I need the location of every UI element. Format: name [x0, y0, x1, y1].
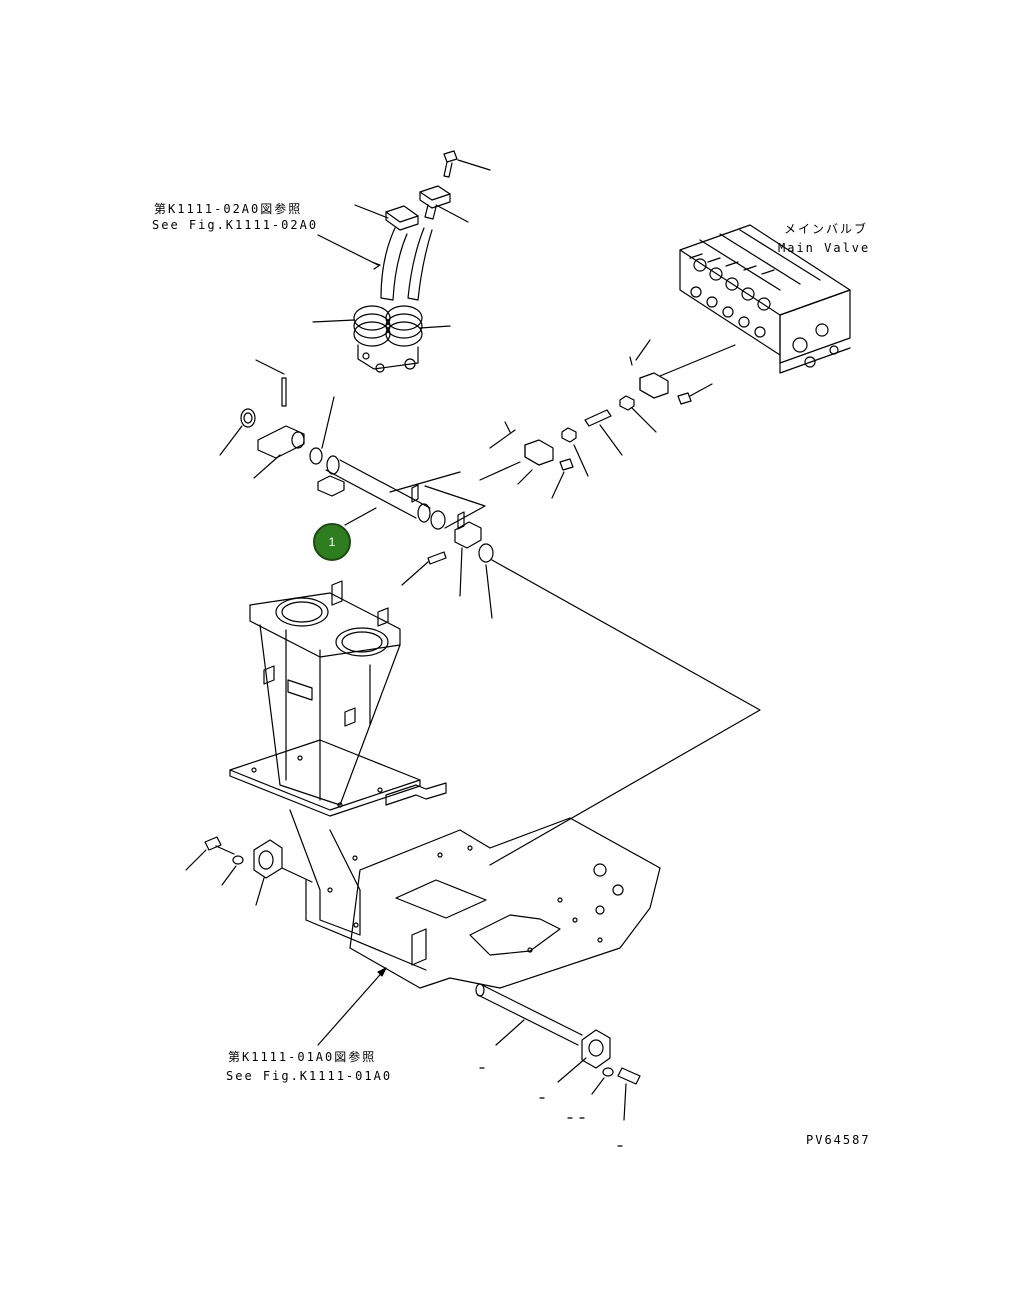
base-plate: [349, 817, 661, 989]
frame-ref-en: See Fig.K1111-01A0: [226, 1069, 393, 1083]
leader-line-long: [489, 559, 761, 866]
callout-1-label: 1: [328, 535, 336, 549]
valve-linkage: [479, 339, 713, 499]
lever-knob-right: [419, 185, 469, 223]
washer-right: [478, 543, 494, 619]
lever-ref-en: See Fig.K1111-02A0: [152, 218, 319, 232]
washer-left: [219, 408, 256, 456]
main-valve-jp: メインバルブ: [784, 222, 869, 236]
left-fasteners: [185, 836, 313, 906]
top-bolt: [443, 150, 491, 178]
bushing-left: [309, 396, 335, 465]
callout-1[interactable]: 1: [313, 523, 351, 561]
cross-shaft: [317, 455, 446, 530]
lever-assembly: [312, 204, 451, 373]
lever-arm-right: [401, 511, 482, 597]
frame-ref-jp: 第K1111-01A0図参照: [228, 1050, 377, 1064]
linkage-bracket-outline: [389, 471, 486, 529]
lever-arm-left: [253, 425, 305, 479]
frame-leader: [317, 967, 387, 1046]
pin-upper: [255, 359, 287, 407]
main-valve-en: Main Valve: [778, 241, 871, 255]
lower-shaft: [475, 983, 641, 1121]
dash-marks: [479, 1067, 623, 1147]
drawing-number: PV64587: [806, 1133, 871, 1147]
control-stand: [229, 580, 447, 971]
lever-ref-jp: 第K1111-02A0図参照: [154, 202, 303, 216]
main-valve: [659, 224, 851, 377]
